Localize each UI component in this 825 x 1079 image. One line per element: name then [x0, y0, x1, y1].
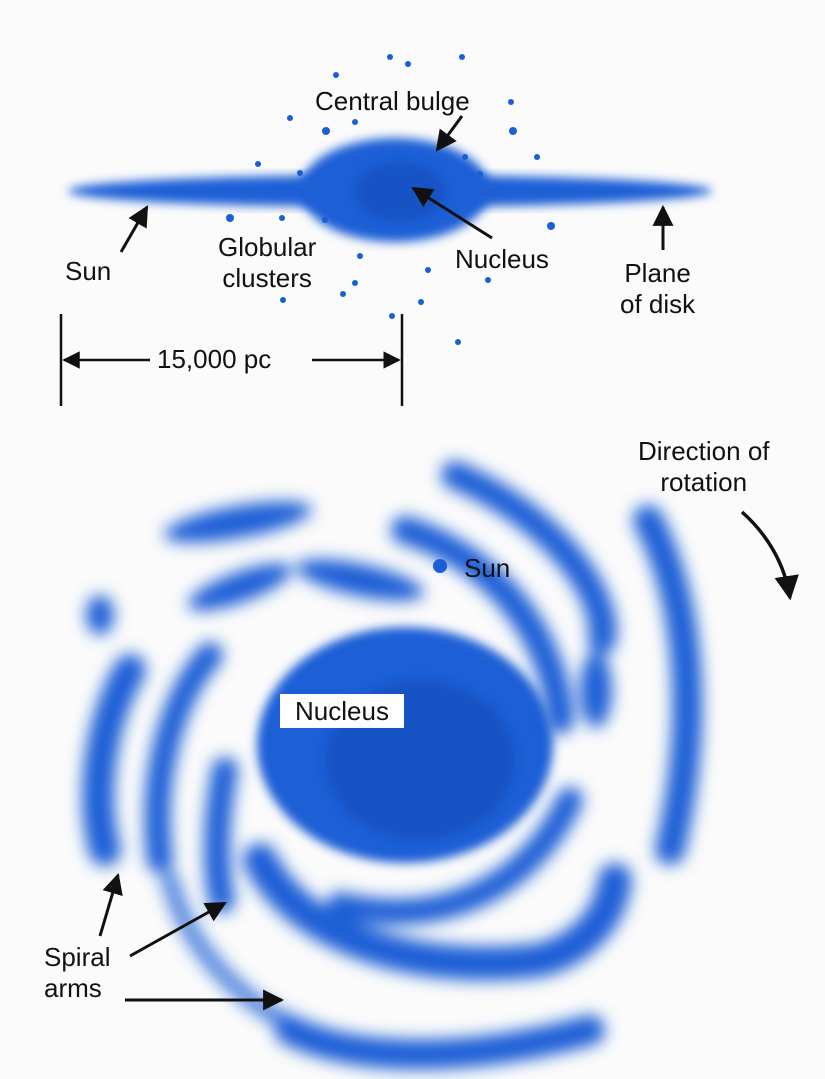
label-globular-line1: Globular	[218, 232, 317, 262]
label-direction-of-rotation: Direction of rotation	[638, 436, 770, 498]
label-globular-clusters: Globular clusters	[218, 232, 316, 294]
label-sun-side: Sun	[65, 256, 112, 286]
nucleus-core	[355, 162, 445, 222]
label-spiral-line2: arms	[44, 973, 102, 1004]
label-scale: 15,000 pc	[157, 344, 272, 374]
globular-clusters-dots	[226, 54, 555, 345]
label-globular-line2: clusters	[222, 263, 312, 294]
label-direction-line2: rotation	[660, 467, 748, 498]
sun-marker	[433, 559, 447, 573]
label-spiral-arms: Spiral arms	[44, 942, 110, 1004]
arrow-spiral-1	[98, 872, 123, 937]
label-spiral-line1: Spiral	[44, 942, 111, 972]
side-view	[59, 54, 712, 406]
label-central-bulge: Central bulge	[315, 86, 470, 116]
label-plane-line2: of disk	[620, 289, 696, 320]
arrow-nucleus-side	[411, 186, 493, 240]
top-view	[82, 461, 799, 1070]
arrow-central-bulge	[435, 115, 464, 152]
label-plane-of-disk: Plane of disk	[620, 258, 695, 320]
label-sun-top: Sun	[464, 553, 511, 583]
arrow-spiral-2	[129, 901, 227, 958]
label-plane-line1: Plane	[624, 258, 691, 288]
spiral-arms-shapes	[82, 461, 703, 1070]
label-direction-line1: Direction of	[638, 436, 770, 466]
rotation-arrow	[740, 510, 799, 601]
arrow-sun-side	[119, 205, 149, 253]
label-nucleus-top: Nucleus	[280, 694, 404, 728]
label-nucleus-side: Nucleus	[455, 244, 549, 274]
